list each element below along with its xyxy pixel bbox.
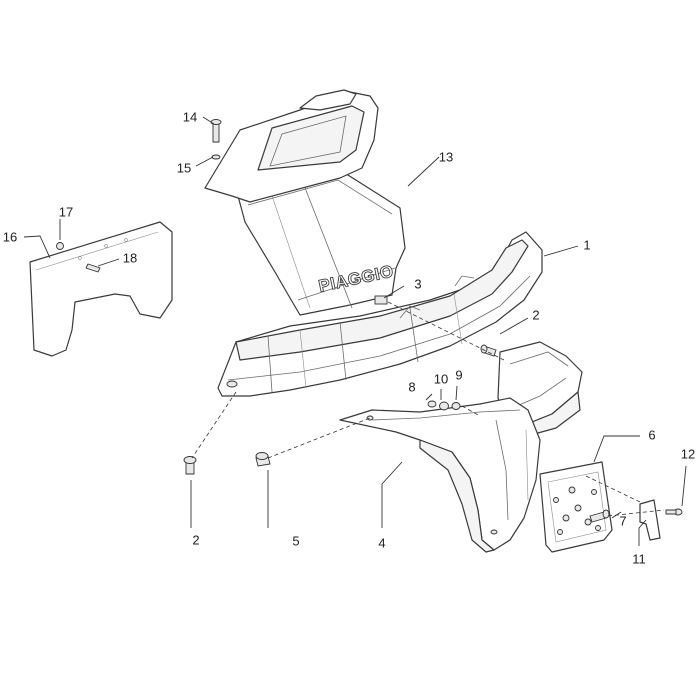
part-8-10-9-washers	[427, 400, 461, 411]
assembly-line-bracket	[585, 475, 641, 503]
callout-13: 13	[439, 149, 453, 164]
part-2-screw-left	[183, 456, 197, 475]
callout-16: 16	[3, 229, 17, 244]
assembly-line-washers	[461, 405, 481, 417]
callout-10: 10	[434, 371, 448, 386]
part-18-screw	[85, 263, 101, 273]
callout-8: 8	[408, 379, 415, 394]
callout-6: 6	[648, 427, 655, 442]
assembly-line-screw-12	[607, 509, 665, 517]
callout-11: 11	[632, 551, 646, 566]
part-5-screw	[255, 452, 271, 467]
callout-7: 7	[619, 513, 626, 528]
callout-labels: 1 2 2 3 4 5 6 7 8 9 10 11 12 13 14 15 16…	[3, 109, 695, 566]
part-13-rear-cover: PIAGGIO	[204, 89, 406, 316]
part-2-screw-mid	[480, 344, 497, 357]
part-17-washer	[56, 242, 64, 250]
part-1-rear-shell	[217, 231, 543, 397]
callout-2-lower: 2	[192, 532, 199, 547]
callout-17: 17	[59, 204, 73, 219]
assembly-line-screw-2	[191, 391, 237, 459]
callout-5: 5	[292, 533, 299, 548]
part-16-mud-flap	[29, 221, 173, 357]
part-12-screw	[665, 508, 683, 516]
callout-1: 1	[583, 237, 590, 252]
part-14-15-screw	[210, 119, 222, 160]
callout-15: 15	[177, 160, 191, 175]
callout-2-upper: 2	[532, 307, 539, 322]
part-11-bracket	[639, 499, 661, 541]
callout-9: 9	[455, 367, 462, 382]
leader-lines	[23, 116, 687, 546]
callout-18: 18	[123, 250, 137, 265]
part-6-plate-holder	[539, 461, 613, 553]
assembly-line-clip-3	[387, 301, 505, 361]
assembly-line-screw-5	[267, 417, 371, 459]
callout-4: 4	[378, 535, 385, 550]
callout-3: 3	[414, 276, 421, 291]
part-3-clip	[374, 295, 388, 305]
part-7-screw	[589, 509, 610, 523]
callout-12: 12	[681, 446, 695, 461]
part-4-mudguard	[339, 397, 541, 553]
callout-14: 14	[183, 109, 197, 124]
